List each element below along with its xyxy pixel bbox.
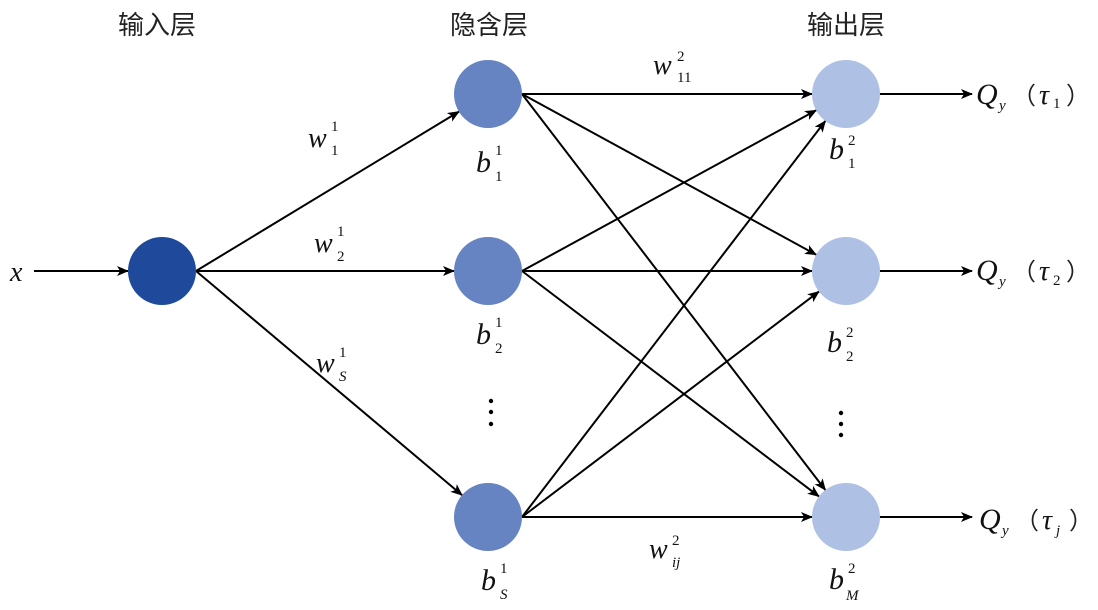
svg-text:b: b [476, 146, 491, 179]
svg-text:1: 1 [495, 315, 503, 331]
output-bias-label-2: b 2 2 [827, 325, 854, 365]
hidden-node-2 [454, 237, 522, 305]
svg-text:1: 1 [1053, 96, 1061, 112]
edge-hidden-1-output-2 [521, 93, 818, 256]
edge-hidden-3-output-2 [521, 290, 820, 518]
input-variable-label: x [9, 257, 23, 288]
output-node-2 [812, 237, 880, 305]
svg-text:）: ） [1069, 509, 1093, 535]
svg-text:b: b [829, 563, 844, 596]
edges [34, 89, 973, 522]
svg-text:j: j [1054, 523, 1060, 539]
svg-text:Q: Q [979, 503, 1001, 536]
svg-text:w: w [316, 348, 335, 379]
hidden-layer-title: 隐含层 [450, 11, 528, 41]
svg-text:b: b [476, 318, 491, 351]
svg-text:τ: τ [1039, 80, 1050, 111]
svg-text:1: 1 [500, 561, 508, 577]
svg-text:y: y [1000, 523, 1009, 539]
svg-text:（: （ [1012, 84, 1036, 110]
svg-text:1: 1 [339, 345, 347, 361]
svg-text:S: S [339, 369, 347, 385]
svg-text:y: y [997, 274, 1006, 290]
hidden-bias-label-2: b 1 2 [476, 315, 503, 357]
output-label-1: Q y （ τ 1 ） [976, 78, 1090, 114]
nodes [128, 60, 880, 551]
svg-text:11: 11 [677, 70, 691, 86]
edge-hidden-1-output-3 [521, 93, 827, 491]
svg-text:y: y [997, 98, 1006, 114]
output-bias-label-1: b 2 1 [829, 133, 856, 172]
svg-text:Q: Q [976, 78, 998, 111]
edge-hidden-2-output-3 [521, 270, 820, 498]
weight-label-w1-1: w 1 1 [308, 119, 339, 159]
svg-text:b: b [827, 326, 842, 359]
output-bias-label-m: b 2 M [829, 561, 860, 604]
output-label-j: Q y （ τ j ） [979, 503, 1093, 539]
edge-input-hidden-3 [195, 270, 463, 496]
svg-text:）: ） [1066, 260, 1090, 286]
weight-label-w2-ij: w 2 ij [649, 533, 680, 571]
edge-hidden-2-output-1 [521, 109, 818, 272]
svg-text:1: 1 [848, 156, 856, 172]
svg-text:S: S [500, 587, 508, 603]
svg-text:M: M [845, 588, 860, 604]
weight-label-w1-s: w 1 S [316, 345, 347, 385]
hidden-ellipsis-icon [488, 398, 494, 427]
svg-text:τ: τ [1039, 256, 1050, 287]
svg-text:1: 1 [495, 169, 503, 185]
svg-text:（: （ [1012, 260, 1036, 286]
edge-hidden-3-output-1 [521, 120, 827, 518]
svg-text:（: （ [1015, 509, 1039, 535]
svg-text:w: w [649, 534, 668, 565]
output-node-3 [812, 483, 880, 551]
svg-text:b: b [829, 133, 844, 166]
svg-text:1: 1 [495, 143, 503, 159]
hidden-node-1 [454, 60, 522, 128]
svg-text:τ: τ [1042, 505, 1053, 536]
svg-text:2: 2 [1053, 273, 1061, 289]
svg-text:2: 2 [846, 349, 854, 365]
svg-text:w: w [314, 228, 333, 259]
svg-text:w: w [308, 123, 327, 154]
svg-text:1: 1 [337, 224, 345, 240]
hidden-node-3 [454, 483, 522, 551]
output-label-2: Q y （ τ 2 ） [976, 254, 1090, 290]
svg-text:2: 2 [337, 249, 345, 265]
output-ellipsis-icon [838, 410, 844, 438]
svg-text:w: w [653, 50, 672, 81]
weight-label-w2-11: w 2 11 [653, 49, 691, 86]
svg-text:2: 2 [677, 49, 685, 65]
output-layer-title: 输出层 [807, 11, 885, 41]
svg-text:2: 2 [848, 561, 856, 577]
svg-text:2: 2 [846, 325, 854, 341]
svg-text:Q: Q [976, 254, 998, 287]
svg-text:b: b [481, 564, 496, 597]
output-node-1 [812, 60, 880, 128]
input-node [128, 237, 196, 305]
hidden-bias-label-1: b 1 1 [476, 143, 503, 185]
svg-text:1: 1 [331, 119, 339, 135]
hidden-bias-label-s: b 1 S [481, 561, 508, 603]
svg-text:ij: ij [672, 555, 680, 571]
weight-label-w1-2: w 1 2 [314, 224, 345, 265]
svg-text:2: 2 [495, 341, 503, 357]
svg-text:2: 2 [672, 533, 680, 549]
input-layer-title: 输入层 [118, 11, 196, 41]
svg-text:1: 1 [331, 143, 339, 159]
svg-text:）: ） [1066, 84, 1090, 110]
edge-input-hidden-1 [195, 110, 460, 272]
svg-text:2: 2 [848, 133, 856, 149]
